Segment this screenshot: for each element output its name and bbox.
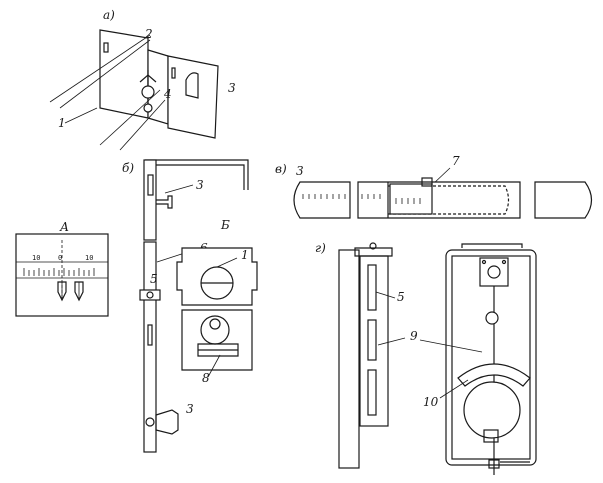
rod-upper <box>143 159 157 241</box>
label-inset-a: А <box>59 220 69 234</box>
callout-b-1: 1 <box>241 248 249 262</box>
callout-b-5: 5 <box>150 272 158 286</box>
pointer-left <box>57 281 67 302</box>
side-column <box>359 255 389 427</box>
callout-v-7: 7 <box>452 154 460 168</box>
scale-left-value: 10 <box>32 254 40 262</box>
arc-scale <box>457 363 531 387</box>
label-part-v: в) <box>275 162 287 176</box>
label-part-a: а) <box>103 8 115 22</box>
pointer-right <box>74 281 84 302</box>
callout-b-8: 8 <box>202 371 210 385</box>
side-bar <box>338 249 360 469</box>
tube-segment-1 <box>293 181 351 219</box>
label-section-b: Б <box>220 218 230 232</box>
slider-7 <box>389 183 433 215</box>
label-part-g: г) <box>315 241 326 255</box>
part-g-drawing: г) 5 9 10 <box>315 241 537 475</box>
tube-segment-3 <box>534 181 593 219</box>
scale-mid-value: 0 <box>58 254 62 262</box>
tube-ticks <box>302 194 421 204</box>
rod-top-hook <box>145 164 245 190</box>
callout-a-1: 1 <box>58 116 66 130</box>
scale-ticks <box>23 268 95 276</box>
part-b-drawing: б) 3 5 3 6 <box>122 159 249 453</box>
callout-b-3-top: 3 <box>196 178 204 192</box>
callout-g-10: 10 <box>423 395 439 409</box>
tube-segment-2 <box>357 181 521 219</box>
label-part-b: б) <box>122 161 134 175</box>
wire-1 <box>49 34 151 103</box>
scale-right-value: 10 <box>85 254 93 262</box>
callout-b-3-bottom: 3 <box>186 402 194 416</box>
callout-g-5: 5 <box>397 290 405 304</box>
inset-a: А 10 0 10 <box>15 220 109 317</box>
callout-v-3: 3 <box>296 164 304 178</box>
part-a-drawing: а) 2 3 4 1 <box>49 8 236 151</box>
section-b-detail: Б 1 8 <box>176 218 258 385</box>
callout-a-2: 2 <box>144 27 153 41</box>
callout-a-3: 3 <box>228 81 236 95</box>
callout-a-4: 4 <box>163 87 172 101</box>
front-knob <box>485 311 499 325</box>
front-dial <box>463 381 521 439</box>
sight-window <box>185 72 199 99</box>
callout-g-9: 9 <box>410 329 418 343</box>
part-v-drawing: в) 3 7 <box>275 154 593 219</box>
